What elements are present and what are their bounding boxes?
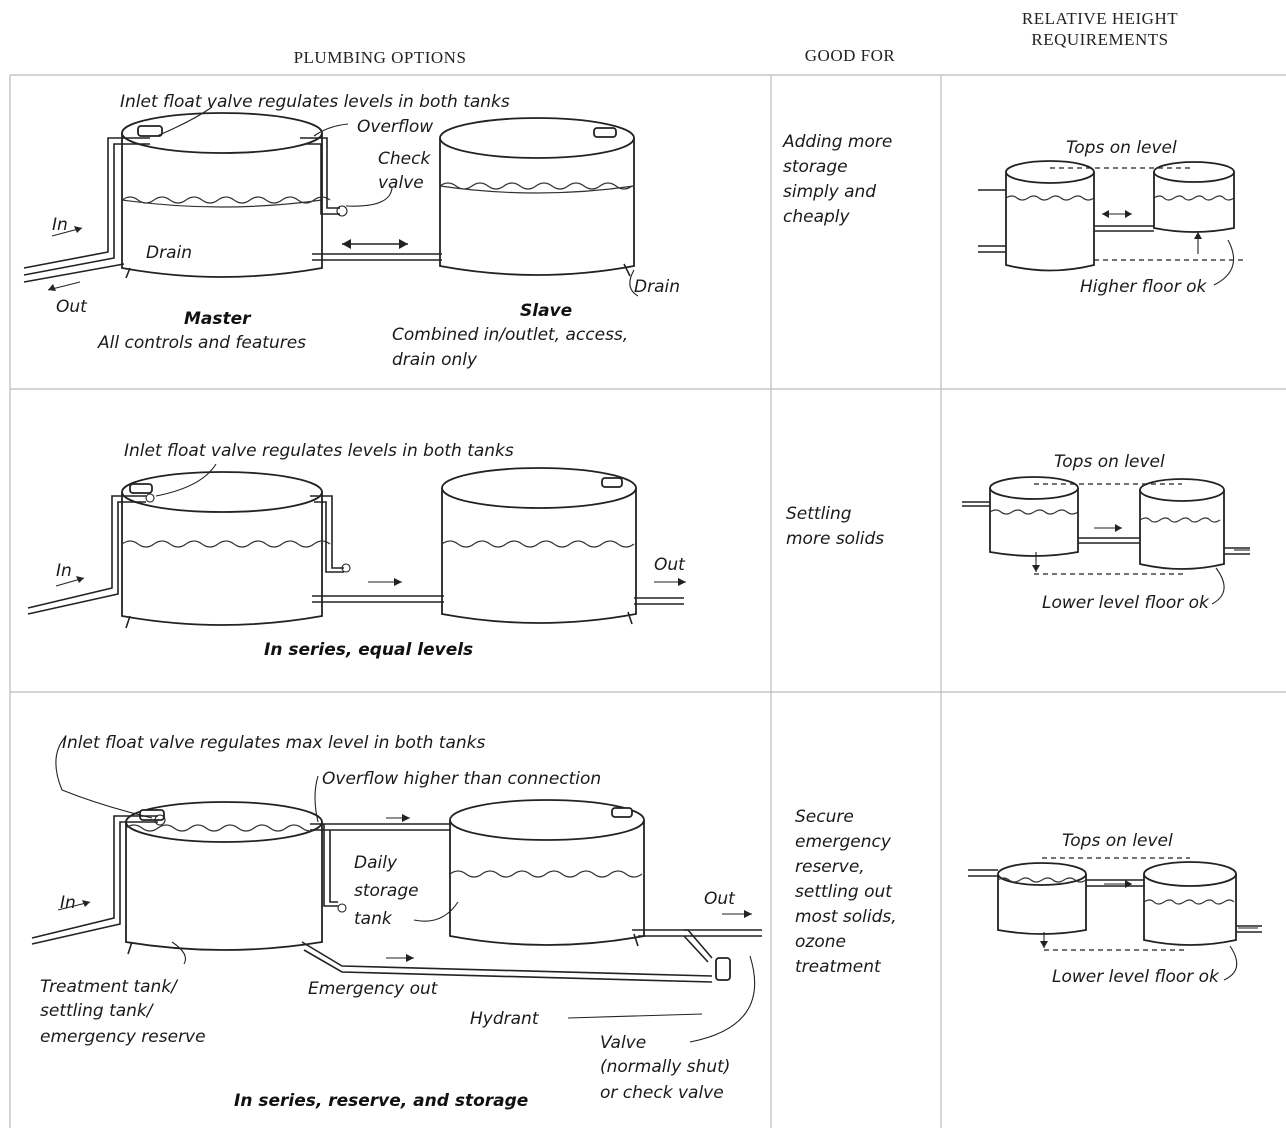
row2-height-diagram: Tops on level Lower level floor ok [944,392,1284,692]
row3-floor-label: Lower level floor ok [1052,967,1220,987]
row3-treatment-label-1: Treatment tank/ [40,977,179,997]
row1-master-sub: All controls and features [97,333,306,353]
row3-treatment-label-2: settling tank/ [40,1001,155,1021]
row2-tank-right [442,468,636,623]
row2-out-label: Out [654,555,686,575]
row2-caption: In series, equal levels [264,640,473,660]
row3-emergency-label: Emergency out [308,979,439,999]
row1-drain-right-label: Drain [634,277,680,297]
row3-good-for: Secure emergency reserve, settling out m… [795,805,940,980]
daily-storage-tank [450,800,644,945]
row3-daily-label-3: tank [354,909,393,929]
row2-floor-label: Lower level floor ok [1042,593,1210,613]
row1-good-for: Adding more storage simply and cheaply [783,130,933,230]
row2-in-label: In [56,561,72,581]
row3-out-label: Out [704,889,736,909]
row1-drain-left-label: Drain [146,243,192,263]
row3-plumbing-diagram: Inlet float valve regulates max level in… [12,696,772,1126]
row3-height-diagram: Tops on level Lower level floor ok [944,800,1284,1100]
row1-slave-label: Slave [520,301,572,321]
row3-valve-label-1: Valve [600,1033,646,1053]
row1-master-label: Master [184,309,252,329]
row1-tops-label: Tops on level [1066,138,1177,158]
row3-hydrant-label: Hydrant [470,1009,540,1029]
row1-valve-label: valve [378,173,424,193]
row3-overflow-label: Overflow higher than connection [322,769,601,789]
row3-daily-label-2: storage [354,881,419,901]
row3-treatment-label-3: emergency reserve [40,1027,206,1047]
row1-floor-label: Higher floor ok [1080,277,1208,297]
row1-slave-sub2: drain only [392,350,478,370]
row3-tops-label: Tops on level [1062,831,1173,851]
row1-inlet-label: Inlet float valve regulates levels in bo… [120,92,510,112]
row3-valve-label-2: (normally shut) [600,1057,730,1077]
treatment-tank [126,802,322,950]
row1-overflow-label: Overflow [357,117,433,137]
row2-plumbing-diagram: Inlet float valve regulates levels in bo… [12,392,772,692]
row1-height-diagram: Tops on level Higher floor ok [944,80,1284,380]
row2-good-for: Settling more solids [786,502,936,552]
row1-check-label: Check [378,149,431,169]
row1-out-label: Out [56,297,88,317]
row2-tops-label: Tops on level [1054,452,1165,472]
row3-inlet-label: Inlet float valve regulates max level in… [62,733,485,753]
row1-slave-sub1: Combined in/outlet, access, [392,325,628,345]
row1-in-label: In [52,215,68,235]
slave-tank [440,118,634,275]
row3-caption: In series, reserve, and storage [234,1091,528,1111]
row3-in-label: In [60,893,76,913]
row2-inlet-label: Inlet float valve regulates levels in bo… [124,441,514,461]
row3-valve-label-3: or check valve [600,1083,724,1103]
row3-daily-label-1: Daily [354,853,398,873]
row1-plumbing-diagram: Inlet float valve regulates levels in bo… [12,78,772,388]
